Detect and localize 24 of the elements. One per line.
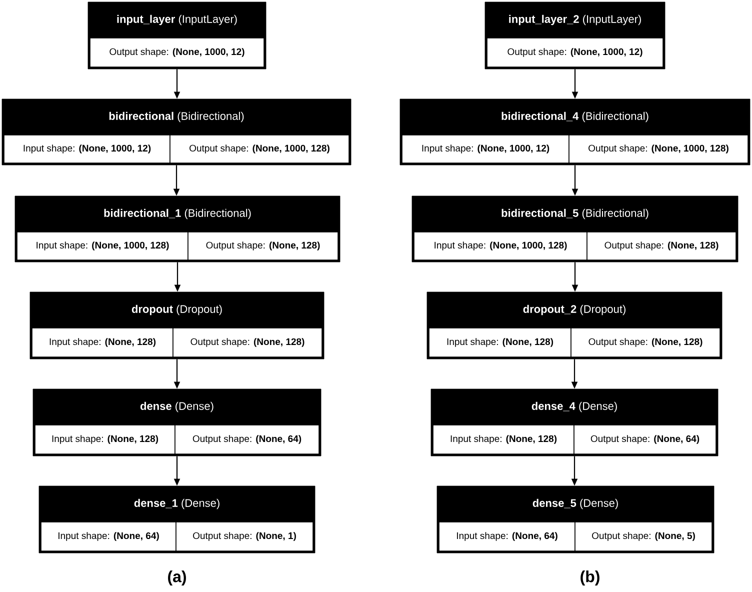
shape-cell: Output shape: (None, 128) xyxy=(188,232,338,260)
shape-cell: Output shape: (None, 128) xyxy=(172,328,322,358)
shape-cell: Input shape: (None, 128) xyxy=(432,424,574,454)
shape-cell: Input shape: (None, 1000, 128) xyxy=(16,232,188,260)
shape-cell: Output shape: (None, 5) xyxy=(574,522,712,552)
shape-cell: Output shape: (None, 1) xyxy=(176,522,314,552)
shape-cell: Output shape: (None, 128) xyxy=(570,328,720,358)
shape-cell: Input shape: (None, 64) xyxy=(40,522,176,552)
shape-cell: Input shape: (None, 64) xyxy=(438,522,576,552)
shape-cell: Input shape: (None, 1000, 128) xyxy=(414,232,588,260)
shape-cell: Output shape: (None, 1000, 12) xyxy=(90,38,264,68)
shape-cell: Output shape: (None, 1000, 128) xyxy=(568,134,748,164)
shape-cell: Output shape: (None, 64) xyxy=(174,424,320,454)
panel-label: (a) xyxy=(168,570,186,586)
shape-cell: Output shape: (None, 64) xyxy=(574,424,716,454)
shape-cell: Input shape: (None, 128) xyxy=(34,424,176,454)
shape-cell: Input shape: (None, 128) xyxy=(428,328,572,358)
shape-cell: Input shape: (None, 1000, 12) xyxy=(4,134,170,164)
shape-cell: Input shape: (None, 128) xyxy=(32,328,174,358)
panel-label: (b) xyxy=(580,570,600,586)
shape-cell: Output shape: (None, 1000, 128) xyxy=(170,134,350,164)
shape-cell: Input shape: (None, 1000, 12) xyxy=(402,134,570,164)
shape-cell: Output shape: (None, 1000, 12) xyxy=(486,38,664,68)
shape-cell: Output shape: (None, 128) xyxy=(586,232,736,260)
